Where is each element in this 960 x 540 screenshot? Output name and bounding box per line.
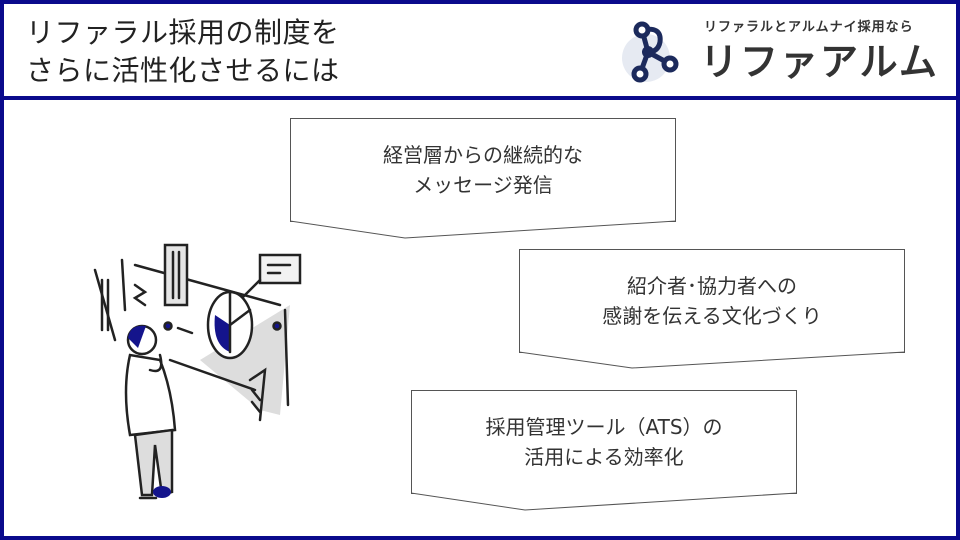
box-1-line-2: メッセージ発信 [413,173,553,197]
logo: リファラルとアルムナイ採用なら リファアルム [618,16,948,90]
speech-box-gratitude-culture: 紹介者･協力者への感謝を伝える文化づくり [519,249,905,353]
logo-tagline: リファラルとアルムナイ採用なら [704,20,914,35]
title-line-1: リファラル採用の制度を [26,16,340,49]
speech-box-leadership-message: 経営層からの継続的なメッセージ発信 [290,118,676,222]
box-3-line-2: 活用による効率化 [524,445,684,469]
speech-box-ats-usage: 採用管理ツール（ATS）の活用による効率化 [411,390,797,494]
network-nodes-icon [622,21,679,83]
logo-name: リファアルム [700,40,939,84]
speech-tail [290,220,677,239]
box-3-line-1: 採用管理ツール（ATS）の [485,415,723,439]
box-2-line-1: 紹介者･協力者への [627,274,797,298]
speech-tail [411,492,798,511]
person-viewing-charts-illustration [93,243,302,500]
page-title: リファラル採用の制度を さらに活性化させるには [26,14,340,90]
header: リファラル採用の制度を さらに活性化させるには リファラルとアルムナイ採用なら … [4,4,956,100]
speech-tail [519,351,906,369]
box-1-line-1: 経営層からの継続的な [383,143,583,167]
title-line-2: さらに活性化させるには [26,54,340,87]
box-2-line-2: 感謝を伝える文化づくり [602,304,822,328]
